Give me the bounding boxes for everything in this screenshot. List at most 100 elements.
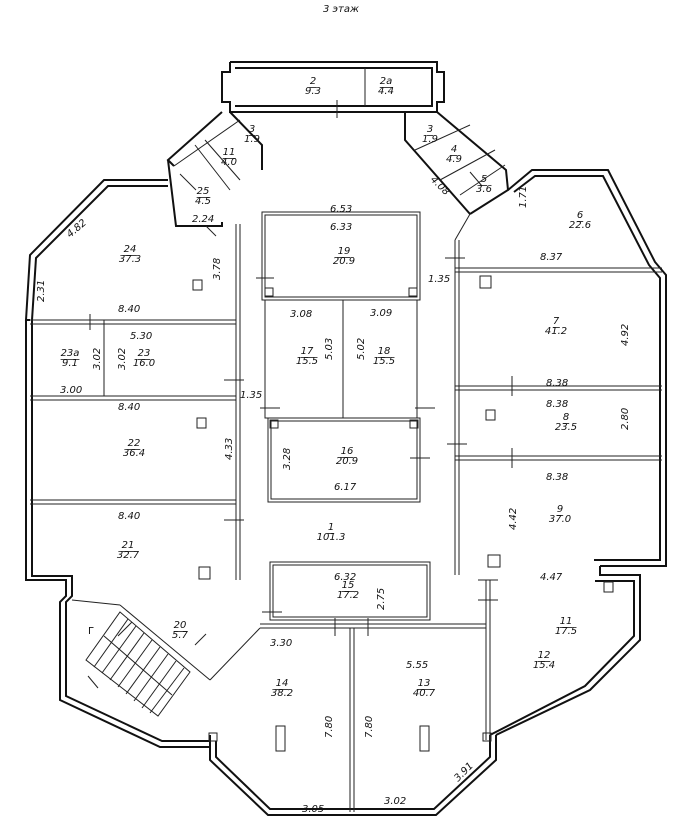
room-20: 205.7: [172, 620, 189, 641]
svg-text:5.02: 5.02: [356, 338, 367, 360]
svg-text:4.08: 4.08: [428, 174, 452, 198]
svg-text:15.5: 15.5: [373, 356, 395, 367]
svg-text:4: 4: [451, 144, 457, 155]
svg-text:3: 3: [427, 124, 433, 135]
svg-text:8.40: 8.40: [118, 304, 140, 315]
svg-text:38.2: 38.2: [271, 688, 293, 699]
svg-text:15.4: 15.4: [533, 660, 555, 671]
svg-text:3.05: 3.05: [302, 804, 324, 815]
svg-text:4.92: 4.92: [620, 324, 631, 346]
svg-text:9: 9: [557, 504, 563, 515]
plan-title: 3 этаж: [323, 4, 359, 15]
svg-text:8.40: 8.40: [118, 511, 140, 522]
svg-text:2.31: 2.31: [36, 280, 47, 302]
svg-text:20.9: 20.9: [333, 256, 355, 267]
svg-text:8: 8: [563, 412, 569, 423]
svg-text:3.78: 3.78: [212, 258, 223, 280]
fixtures: [192, 275, 614, 752]
svg-text:8.37: 8.37: [540, 252, 563, 263]
svg-text:6: 6: [577, 210, 583, 221]
room-6: 622.6: [569, 210, 591, 231]
svg-text:2.75: 2.75: [376, 588, 387, 610]
svg-text:3.08: 3.08: [290, 309, 312, 320]
svg-text:8.38: 8.38: [546, 399, 568, 410]
svg-text:8.38: 8.38: [546, 378, 568, 389]
room-4: 44.9: [446, 144, 462, 165]
svg-text:20.9: 20.9: [336, 456, 358, 467]
svg-text:8.38: 8.38: [546, 472, 568, 483]
svg-text:4.9: 4.9: [446, 154, 462, 165]
svg-text:22.6: 22.6: [569, 220, 591, 231]
svg-text:15: 15: [342, 580, 355, 591]
svg-text:3.28: 3.28: [282, 448, 293, 470]
svg-text:15.5: 15.5: [296, 356, 318, 367]
svg-text:36.4: 36.4: [123, 448, 145, 459]
svg-text:7.80: 7.80: [324, 716, 335, 738]
svg-text:3.00: 3.00: [60, 385, 82, 396]
svg-text:32.7: 32.7: [117, 550, 140, 561]
svg-text:16: 16: [341, 446, 354, 457]
svg-text:40.7: 40.7: [413, 688, 436, 699]
svg-text:25: 25: [197, 186, 210, 197]
svg-text:4.0: 4.0: [221, 157, 237, 168]
svg-text:1.71: 1.71: [518, 186, 529, 208]
svg-text:1.35: 1.35: [240, 390, 262, 401]
door-marks: [89, 100, 513, 646]
svg-text:4.82: 4.82: [65, 218, 89, 241]
svg-text:9.1: 9.1: [62, 358, 78, 369]
svg-text:5.30: 5.30: [130, 331, 152, 342]
svg-text:1.35: 1.35: [428, 274, 450, 285]
room-9: 937.0: [549, 504, 571, 525]
svg-text:6.33: 6.33: [330, 222, 352, 233]
svg-text:11: 11: [223, 147, 236, 158]
svg-text:3.02: 3.02: [384, 796, 406, 807]
svg-text:23: 23: [138, 348, 151, 359]
svg-text:23.5: 23.5: [555, 422, 577, 433]
svg-text:6.17: 6.17: [334, 482, 357, 493]
room-11-left: 114.0: [221, 147, 237, 168]
svg-text:22: 22: [128, 438, 141, 449]
svg-text:4.33: 4.33: [224, 438, 235, 460]
svg-text:17: 17: [301, 346, 314, 357]
svg-text:3.30: 3.30: [270, 638, 292, 649]
svg-text:11: 11: [560, 616, 573, 627]
room-2: 29.3: [305, 76, 321, 97]
room-5: 53.6: [476, 174, 492, 195]
svg-text:6.53: 6.53: [330, 204, 352, 215]
stair-label: Г: [88, 626, 94, 637]
svg-text:37.3: 37.3: [119, 254, 141, 265]
svg-text:19: 19: [338, 246, 351, 257]
svg-text:3.6: 3.6: [476, 184, 492, 195]
staircase: [85, 611, 191, 717]
svg-text:37.0: 37.0: [549, 514, 571, 525]
svg-text:4.4: 4.4: [378, 86, 394, 97]
svg-text:1.9: 1.9: [244, 134, 260, 145]
svg-text:2.24: 2.24: [192, 214, 214, 225]
svg-text:4.5: 4.5: [195, 196, 211, 207]
dimension-labels: 6.53 6.33 1.35 3.08 3.09 5.03 5.02 1.35 …: [36, 174, 631, 815]
room-3-right: 31.9: [422, 124, 438, 145]
svg-text:5: 5: [481, 174, 487, 185]
svg-text:5.03: 5.03: [324, 338, 335, 360]
svg-text:3.02: 3.02: [92, 348, 103, 370]
svg-text:3.09: 3.09: [370, 308, 392, 319]
svg-text:13: 13: [418, 678, 431, 689]
room-3-left: 31.9: [244, 124, 260, 145]
room-25: 254.5: [195, 186, 211, 207]
svg-text:2.80: 2.80: [620, 408, 631, 430]
svg-text:41.2: 41.2: [545, 326, 567, 337]
